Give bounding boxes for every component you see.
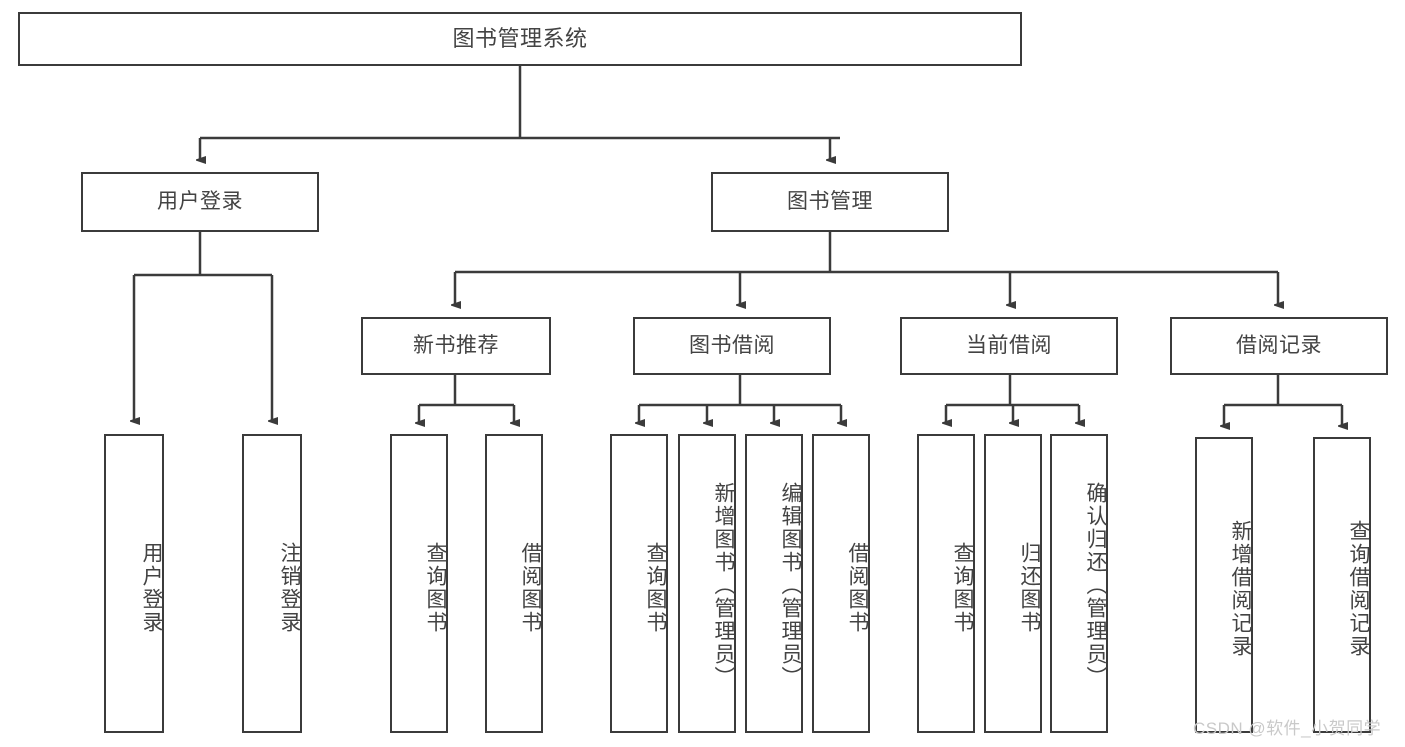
node-book-management[interactable]: 图书管理 [711, 172, 949, 232]
leaf-add-borrow-record[interactable]: 新增借阅记录 [1195, 437, 1253, 733]
leaf-borrow-book-recommend[interactable]: 借阅图书 [485, 434, 543, 733]
leaf-confirm-return-admin[interactable]: 确认归还（管理员） [1050, 434, 1108, 733]
leaf-query-book-current[interactable]: 查询图书 [917, 434, 975, 733]
leaf-logout[interactable]: 注销登录 [242, 434, 302, 733]
leaf-borrow-book[interactable]: 借阅图书 [812, 434, 870, 733]
leaf-return-book[interactable]: 归还图书 [984, 434, 1042, 733]
leaf-query-borrow-record[interactable]: 查询借阅记录 [1313, 437, 1371, 733]
node-new-book-recommend[interactable]: 新书推荐 [361, 317, 551, 375]
leaf-add-book-admin[interactable]: 新增图书（管理员） [678, 434, 736, 733]
leaf-edit-book-admin[interactable]: 编辑图书（管理员） [745, 434, 803, 733]
leaf-query-book-recommend[interactable]: 查询图书 [390, 434, 448, 733]
node-root-system[interactable]: 图书管理系统 [18, 12, 1022, 66]
leaf-query-book-borrow[interactable]: 查询图书 [610, 434, 668, 733]
node-book-borrow[interactable]: 图书借阅 [633, 317, 831, 375]
node-user-login[interactable]: 用户登录 [81, 172, 319, 232]
node-current-borrow[interactable]: 当前借阅 [900, 317, 1118, 375]
csdn-watermark: CSDN @软件_小贺同学 [1193, 719, 1382, 738]
node-borrow-record[interactable]: 借阅记录 [1170, 317, 1388, 375]
leaf-user-login[interactable]: 用户登录 [104, 434, 164, 733]
